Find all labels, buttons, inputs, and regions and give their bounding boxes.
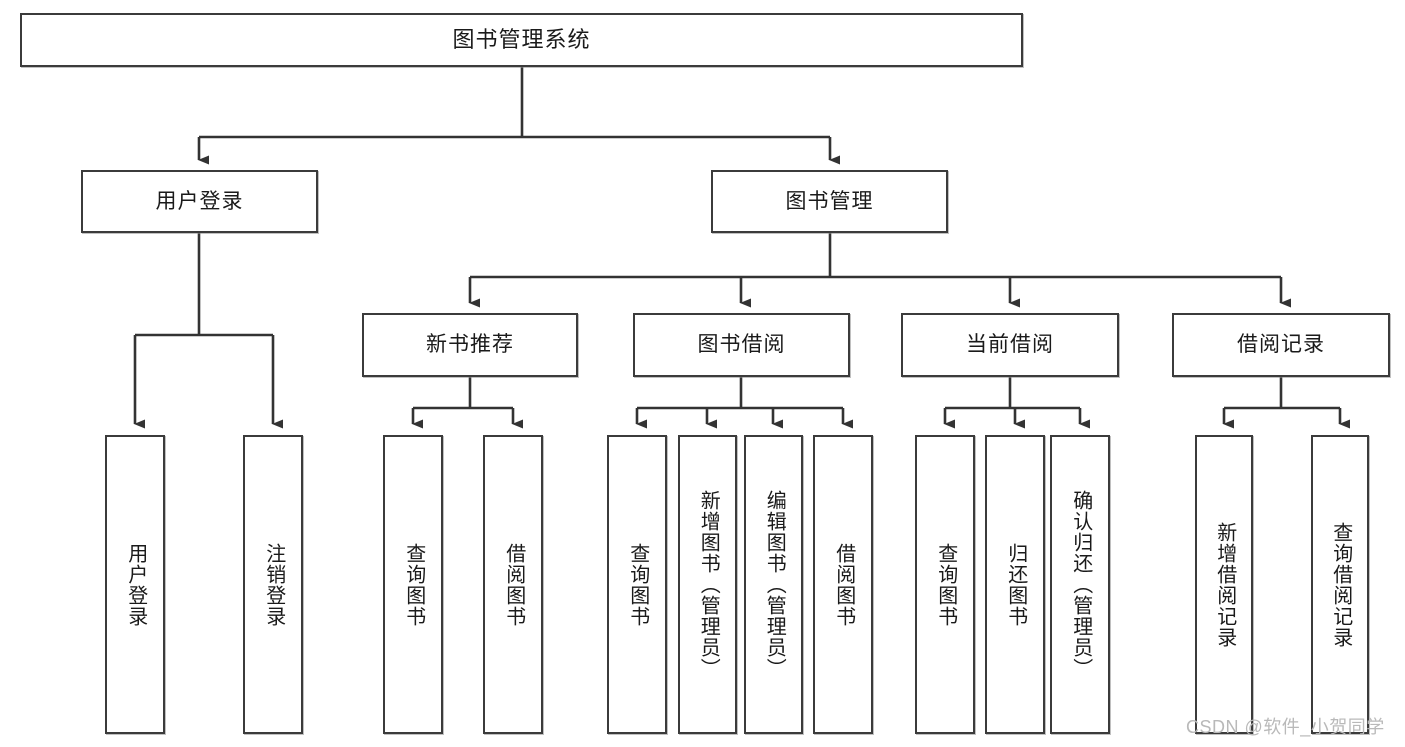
node-label: 用户登录: [155, 189, 244, 213]
node-label: 新增图书（管理员）: [697, 490, 720, 679]
node-label: 查询图书: [934, 542, 957, 627]
node-leaf-borrow-book-2[interactable]: 借阅图书: [813, 435, 873, 734]
node-leaf-query-borrow-record[interactable]: 查询借阅记录: [1311, 435, 1369, 734]
node-book-management[interactable]: 图书管理: [711, 170, 948, 233]
node-label: 用户登录: [124, 542, 147, 627]
node-label: 查询借阅记录: [1329, 521, 1352, 648]
node-label: 借阅图书: [502, 542, 525, 627]
node-new-book-recommendation[interactable]: 新书推荐: [362, 313, 578, 377]
node-leaf-query-book-1[interactable]: 查询图书: [383, 435, 443, 734]
node-leaf-query-book-2[interactable]: 查询图书: [607, 435, 667, 734]
node-label: 图书管理系统: [452, 26, 591, 52]
node-leaf-user-login[interactable]: 用户登录: [105, 435, 165, 734]
node-label: 归还图书: [1004, 542, 1027, 627]
node-label: 确认归还（管理员）: [1069, 490, 1092, 679]
node-leaf-edit-book[interactable]: 编辑图书（管理员）: [744, 435, 803, 734]
node-root-book-management-system[interactable]: 图书管理系统: [20, 13, 1023, 67]
node-label: 图书借阅: [697, 333, 786, 357]
node-label: 借阅记录: [1237, 333, 1325, 357]
node-leaf-confirm-return[interactable]: 确认归还（管理员）: [1050, 435, 1110, 734]
node-label: 新增借阅记录: [1213, 521, 1236, 648]
node-leaf-logout[interactable]: 注销登录: [243, 435, 303, 734]
node-borrowing-record[interactable]: 借阅记录: [1172, 313, 1390, 377]
node-label: 新书推荐: [426, 333, 514, 357]
node-leaf-query-book-3[interactable]: 查询图书: [915, 435, 975, 734]
csdn-watermark: CSDN @软件_小贺同学: [1186, 717, 1385, 737]
node-leaf-return-book[interactable]: 归还图书: [985, 435, 1045, 734]
node-label: 查询图书: [626, 542, 649, 627]
node-book-borrowing[interactable]: 图书借阅: [633, 313, 850, 377]
node-leaf-add-borrow-record[interactable]: 新增借阅记录: [1195, 435, 1253, 734]
node-leaf-borrow-book-1[interactable]: 借阅图书: [483, 435, 543, 734]
node-leaf-add-book[interactable]: 新增图书（管理员）: [678, 435, 737, 734]
node-label: 注销登录: [262, 542, 285, 627]
node-user-login[interactable]: 用户登录: [81, 170, 318, 233]
node-label: 查询图书: [402, 542, 425, 627]
node-label: 图书管理: [785, 189, 874, 213]
node-label: 编辑图书（管理员）: [763, 490, 786, 679]
node-label: 借阅图书: [832, 542, 855, 627]
node-current-borrowing[interactable]: 当前借阅: [901, 313, 1119, 377]
node-label: 当前借阅: [966, 333, 1054, 357]
